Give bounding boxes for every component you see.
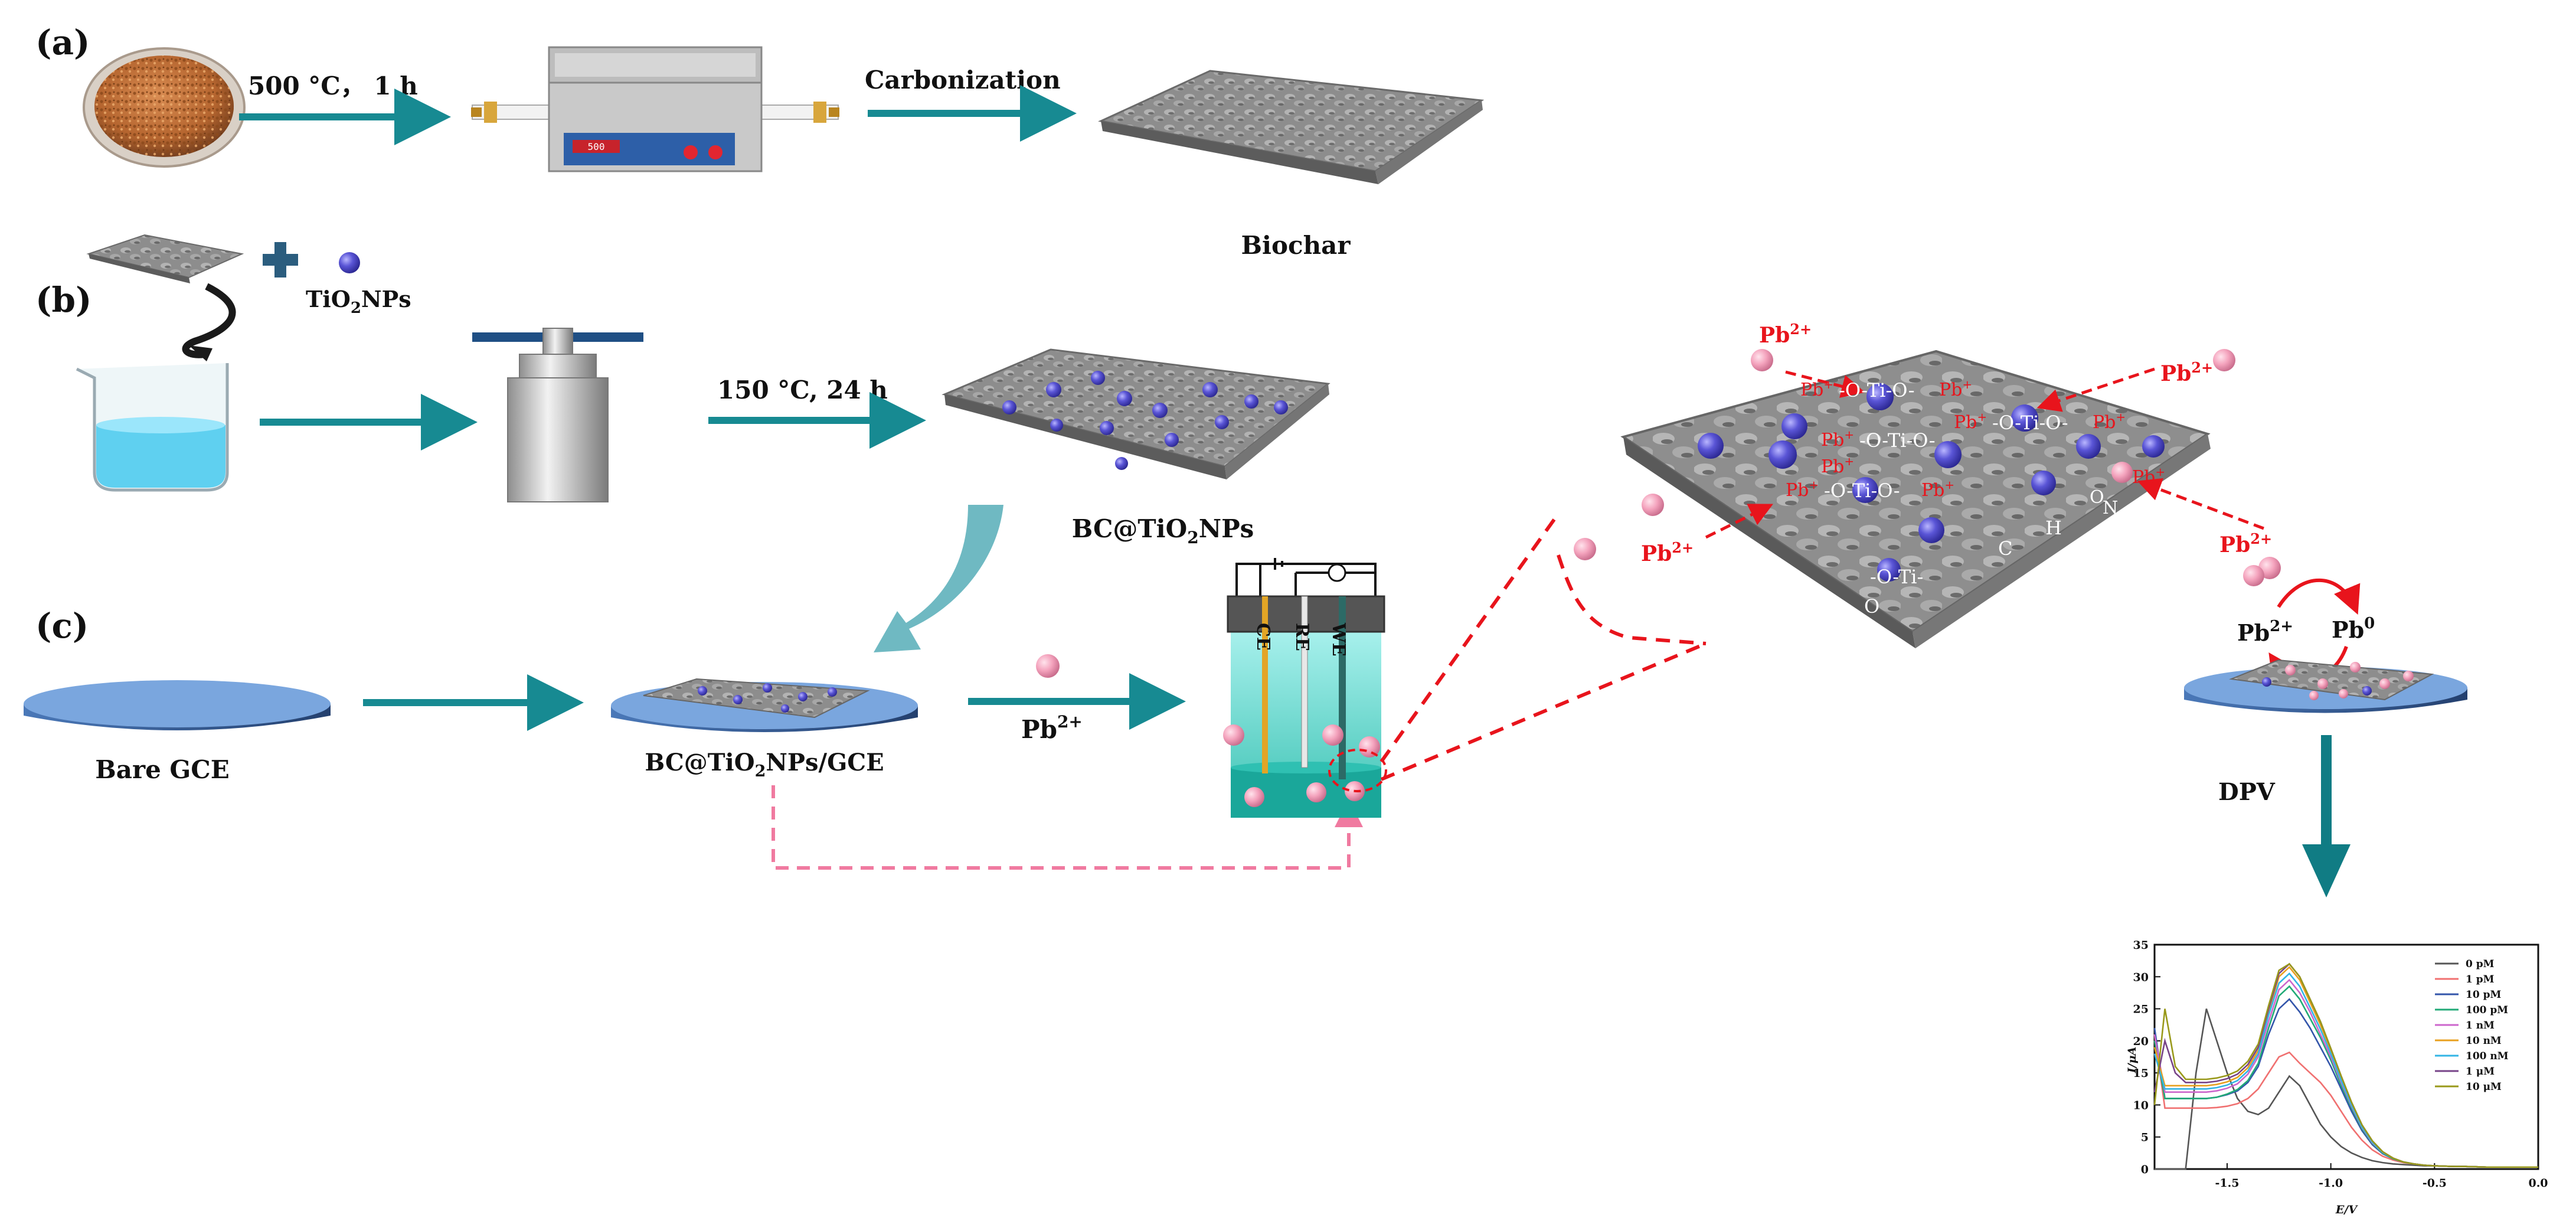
plot-frame xyxy=(2153,944,2539,1170)
zoom-ion-label-1: Pb2+ xyxy=(1759,321,1812,348)
zoom-ion-label-4: Pb2+ xyxy=(2219,530,2272,557)
legend-label-4: 1 nM xyxy=(2466,1020,2495,1031)
step-label-calcination: 500 °C， 1 h xyxy=(248,71,418,100)
dpv-chart: 0 5 10 15 20 25 30 35 -1.5 -1.0 -0.5 0.0 0 pM 1 pM 1… xyxy=(2126,939,2548,1216)
detection-gce-disk xyxy=(2184,659,2467,713)
zoom-ion-label-3: Pb2+ xyxy=(1641,539,1694,566)
legend-label-3: 100 pM xyxy=(2466,1004,2508,1016)
pb-ion-free-4 xyxy=(1574,538,1596,560)
surface-binding-labels: Pb+ -O-Ti-O- Pb+ Pb+ -O-Ti-O- Pb+ Pb+ -O… xyxy=(1786,377,2165,618)
y-tick-label: 35 xyxy=(2133,939,2149,952)
svg-text:-O-Ti-: -O-Ti- xyxy=(1870,566,1923,588)
svg-text:Pb+: Pb+ xyxy=(1921,478,1954,501)
pb-ion-free-3 xyxy=(1642,494,1664,516)
arrow-dpv-head xyxy=(2302,844,2351,897)
svg-text:-O-Ti-O-: -O-Ti-O- xyxy=(1824,479,1900,502)
y-axis-label: I/μA xyxy=(2126,1047,2139,1073)
y-tick-label: 0 xyxy=(2141,1163,2149,1176)
tube-furnace: 500 xyxy=(471,46,839,172)
tio2-nanoparticle xyxy=(339,252,360,273)
zoom-line-upper xyxy=(1379,512,1560,763)
electrochemical-cell xyxy=(1223,558,1387,818)
curved-arrow-to-gce xyxy=(874,505,1003,652)
svg-text:-O-Ti-O-: -O-Ti-O- xyxy=(1992,412,2068,434)
legend-label-1: 1 pM xyxy=(2466,974,2495,985)
label-ce: CE xyxy=(1253,623,1273,651)
zoom-line-lower xyxy=(1380,642,1707,781)
beaker xyxy=(76,363,229,492)
y-tick-label: 15 xyxy=(2133,1067,2149,1080)
legend-label-7: 1 μM xyxy=(2466,1066,2495,1078)
svg-text:Pb+: Pb+ xyxy=(1821,427,1854,450)
y-tick-label: 5 xyxy=(2141,1131,2149,1144)
y-tick-label: 25 xyxy=(2133,1003,2149,1016)
label-bc-tio2nps: BC@TiO2NPs xyxy=(1072,514,1254,547)
panel-label-b: (b) xyxy=(35,280,91,320)
bare-gce-disk xyxy=(24,680,331,730)
pour-arrow xyxy=(182,283,236,358)
bc-tio2-sheet xyxy=(942,348,1331,479)
legend-label-2: 10 pM xyxy=(2466,989,2501,1001)
legend-label-5: 10 nM xyxy=(2466,1035,2502,1047)
pb-ion-ball xyxy=(1036,654,1060,678)
svg-text:O: O xyxy=(1864,595,1879,618)
y-tick-label: 30 xyxy=(2133,971,2149,984)
x-tick-label: -1.0 xyxy=(2319,1177,2343,1190)
legend-label-0: 0 pM xyxy=(2466,958,2495,970)
svg-text:Pb+: Pb+ xyxy=(1800,377,1833,400)
svg-text:Pb+: Pb+ xyxy=(1939,377,1972,400)
redox-label-pb2plus: Pb2+ xyxy=(2237,618,2293,646)
svg-text:Pb+: Pb+ xyxy=(1954,410,1987,433)
y-tick-label: 10 xyxy=(2133,1099,2149,1112)
svg-text:Pb+: Pb+ xyxy=(1786,478,1819,501)
svg-text:Pb+: Pb+ xyxy=(1821,454,1854,477)
biochar-sheet xyxy=(1098,70,1485,184)
svg-text:C: C xyxy=(1998,537,2012,560)
plus-icon xyxy=(263,242,298,278)
pink-dashed-connector xyxy=(772,785,1363,870)
legend-label-6: 100 nM xyxy=(2466,1050,2509,1062)
label-bc-tio2nps-gce: BC@TiO2NPs/GCE xyxy=(645,749,884,781)
small-biochar-sheet xyxy=(86,234,244,283)
legend-label-8: 10 μM xyxy=(2466,1081,2502,1093)
x-tick-label: -0.5 xyxy=(2423,1177,2447,1190)
autoclave xyxy=(472,328,643,502)
biomass-dish xyxy=(83,47,246,168)
furnace-display: 500 xyxy=(588,141,605,152)
pb-ion-free-1 xyxy=(1751,349,1773,371)
label-dpv: DPV xyxy=(2218,778,2276,806)
pb-ion-near-electrode xyxy=(2243,565,2264,586)
svg-text:-O-Ti-O-: -O-Ti-O- xyxy=(1839,379,1915,401)
arrow-dpv-shaft xyxy=(2321,735,2332,847)
svg-text:H: H xyxy=(2045,517,2062,539)
x-tick-label: -1.5 xyxy=(2215,1177,2239,1190)
svg-text:N: N xyxy=(2103,498,2118,518)
panel-label-a: (a) xyxy=(35,22,90,63)
x-tick-label: 0.0 xyxy=(2528,1177,2548,1190)
panel-label-c: (c) xyxy=(35,606,89,646)
label-re: RE xyxy=(1292,623,1312,651)
zoom-ion-label-2: Pb2+ xyxy=(2160,359,2213,386)
x-axis-label: E/V xyxy=(2335,1203,2358,1216)
svg-text:Pb+: Pb+ xyxy=(2132,465,2165,488)
zoom-line-curve xyxy=(1557,554,1707,645)
svg-text:Pb+: Pb+ xyxy=(2093,410,2126,433)
label-tio2nps: TiO2NPs xyxy=(306,286,411,317)
svg-text:-O-Ti-O-: -O-Ti-O- xyxy=(1859,429,1936,452)
label-pb2plus: Pb2+ xyxy=(1021,712,1083,744)
label-we: WE xyxy=(1328,622,1349,657)
series-line-8 xyxy=(2153,962,2538,1168)
pb-ion-free-2 xyxy=(2213,349,2235,371)
step-label-carbonization: Carbonization xyxy=(865,66,1061,94)
svg-text:O: O xyxy=(2090,487,2104,508)
label-bare-gce: Bare GCE xyxy=(95,755,230,784)
step-label-hydrothermal: 150 °C, 24 h xyxy=(717,376,888,404)
zoomed-biochar-surface xyxy=(1620,350,2211,648)
modified-gce-disk xyxy=(611,678,918,732)
label-biochar: Biochar xyxy=(1241,231,1351,260)
redox-label-pb0: Pb0 xyxy=(2332,615,2375,643)
y-tick-label: 20 xyxy=(2133,1035,2149,1048)
redox-arrow-reduction xyxy=(2277,578,2361,615)
